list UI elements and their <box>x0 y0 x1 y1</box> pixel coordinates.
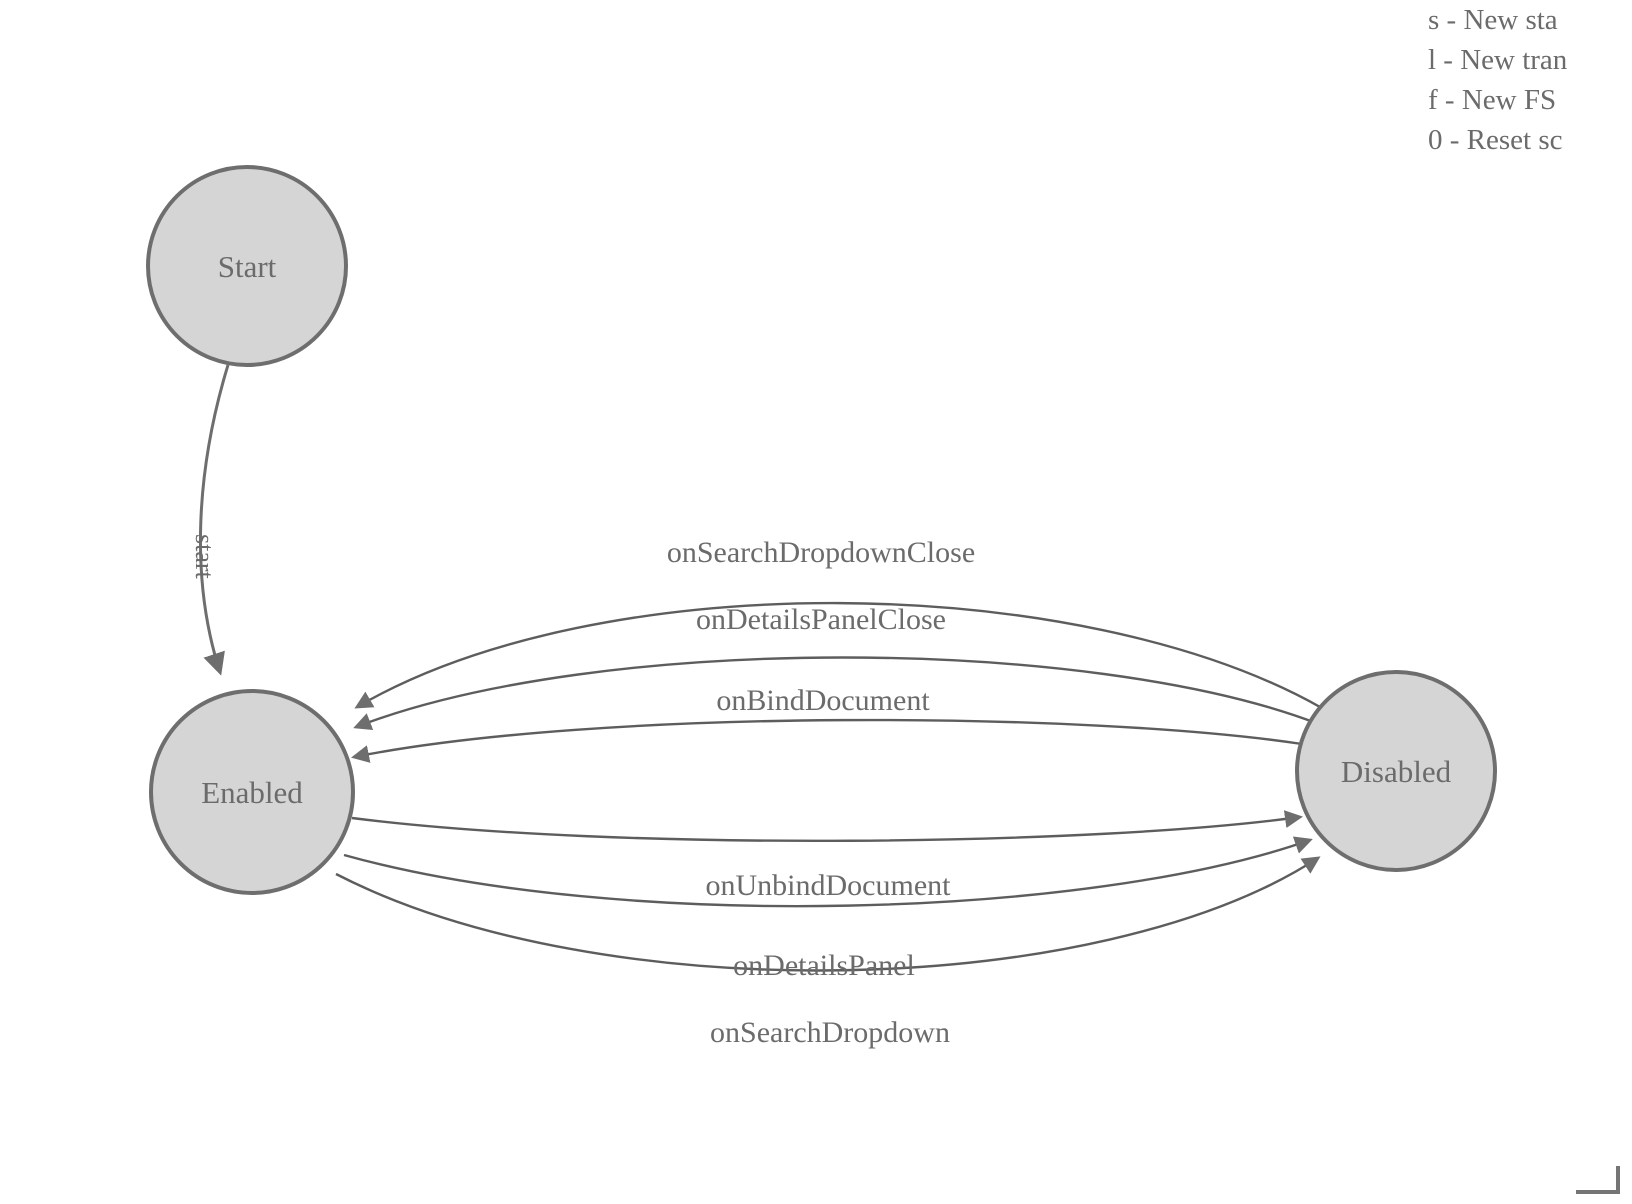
resize-handle-horizontal-bar <box>1576 1190 1620 1194</box>
edge-onunbinddocument <box>351 810 1303 843</box>
edge-ondetailspanel <box>343 836 1313 908</box>
edge-label-onsearchdropdown: onSearchDropdown <box>710 1016 950 1049</box>
edge-onbinddocument <box>351 718 1303 763</box>
resize-handle-vertical-bar <box>1616 1166 1620 1194</box>
edge-label-ondetailspanel: onDetailsPanel <box>733 949 915 982</box>
edge-label-onunbinddocument: onUnbindDocument <box>706 869 952 902</box>
state-label-disabled: Disabled <box>1341 754 1452 789</box>
edge-start-to-enabled <box>198 364 230 676</box>
resize-handle-icon[interactable] <box>1576 1166 1620 1194</box>
edge-label-onsearchdropdownclose: onSearchDropdownClose <box>667 536 975 569</box>
edge-label-ondetailspanelclose: onDetailsPanelClose <box>696 603 946 636</box>
edge-ondetailspanelclose <box>353 656 1317 731</box>
edge-onsearchdropdown <box>335 856 1321 972</box>
legend-row-new-fsm: f - New FS <box>1428 84 1557 116</box>
legend-row-reset-scale: 0 - Reset sc <box>1428 124 1563 156</box>
keyboard-shortcut-legend: s - New sta l - New tran f - New FS 0 - … <box>1428 0 1632 160</box>
state-label-enabled: Enabled <box>201 775 303 810</box>
legend-row-new-state: s - New sta <box>1428 4 1558 36</box>
edge-label-onbinddocument: onBindDocument <box>716 684 930 717</box>
state-node-disabled[interactable]: Disabled <box>1295 670 1497 872</box>
state-label-start: Start <box>218 249 277 284</box>
state-node-start[interactable]: Start <box>146 165 348 367</box>
edge-onsearchdropdownclose <box>354 601 1321 709</box>
edge-label-start: start <box>190 534 219 580</box>
legend-row-new-transition: l - New tran <box>1428 44 1568 76</box>
state-node-enabled[interactable]: Enabled <box>149 689 355 895</box>
